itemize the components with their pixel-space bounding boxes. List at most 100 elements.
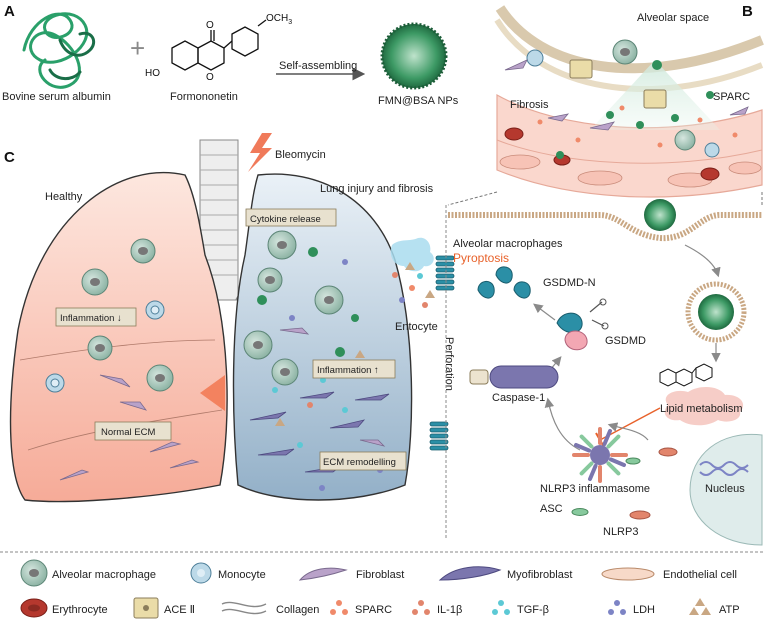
bleomycin-label: Bleomycin	[275, 149, 326, 161]
legend-collagen-icon	[221, 601, 267, 615]
caspase-1-label: Caspase-1	[492, 392, 545, 404]
legend-macrophage-label: Alveolar macrophage	[52, 569, 156, 581]
fmn-bsa-nanoparticle	[380, 22, 448, 90]
injured-nanoparticles	[257, 247, 359, 357]
sparc-dots-b	[537, 105, 738, 148]
legend-sparc: SPARC	[330, 600, 392, 616]
formononetin-label: Formononetin	[170, 91, 238, 103]
legend-endothelial-icon	[601, 567, 655, 581]
fibroblasts-b	[504, 59, 749, 131]
legend-atp: ATP	[689, 598, 740, 616]
injured-macrophages	[243, 230, 344, 386]
panel-a-label: A	[4, 3, 15, 20]
perforation-label: Perforation	[443, 337, 455, 391]
reversal-arrow	[200, 375, 225, 411]
ring-o: O	[206, 72, 214, 83]
legend-alveolar-macrophage: Alveolar macrophage	[20, 559, 156, 587]
fibrosis-label: Fibrosis	[510, 99, 549, 111]
legend-fibroblast-label: Fibroblast	[356, 569, 404, 581]
legend-ace2: ACE Ⅱ	[133, 597, 195, 619]
alveolar-macrophages-label: Alveolar macrophages	[453, 238, 563, 250]
asc-label: ASC	[540, 503, 563, 515]
ecm-remodelling-box	[319, 451, 407, 471]
healthy-macrophages	[81, 238, 174, 392]
legend-tgfb-icon	[492, 600, 510, 615]
self-assembly-label: Self-assembling	[279, 60, 357, 72]
legend-erythrocyte: Erythrocyte	[20, 598, 108, 618]
legend-ldh-icon	[608, 600, 626, 615]
legend-fibroblast-icon	[298, 567, 348, 581]
interstitium-band	[496, 93, 763, 198]
gsdmd-pore-upper	[435, 255, 455, 291]
hydroxyl-ho: HO	[145, 68, 160, 79]
dna-strand	[699, 461, 749, 469]
gsdmd-label: GSDMD	[605, 335, 646, 347]
caspase-1-protein	[469, 365, 559, 389]
bsa-label: Bovine serum albumin	[2, 91, 111, 103]
carbonyl-o: O	[206, 20, 214, 31]
lipid-metabolism-label: Lipid metabolism	[660, 403, 743, 415]
injured-fibroblasts	[279, 327, 386, 447]
alveolar-space-label: Alveolar space	[637, 12, 709, 24]
gsdmd-n-fragments	[477, 266, 531, 299]
entocyte-cytokines	[392, 262, 435, 308]
cytokine-release-box	[245, 208, 337, 227]
legend-collagen-label: Collagen	[276, 604, 319, 616]
legend-sparc-icon	[330, 600, 348, 615]
panel-c-label: C	[4, 149, 15, 166]
legend-atp-label: ATP	[719, 604, 740, 616]
bsa-protein-ribbon	[22, 12, 96, 89]
endosome	[685, 281, 747, 343]
legend-il1b: IL-1β	[412, 600, 462, 616]
nlrp3-inflammasome-complex	[572, 427, 628, 483]
entocyte-label: Entocyte	[395, 321, 438, 333]
healthy-fibroblasts	[59, 374, 200, 481]
dna-strand-2	[699, 468, 749, 476]
legend-sparc-label: SPARC	[355, 604, 392, 616]
sparc-label-b: SPARC	[713, 91, 750, 103]
ecm-remodelling-label: ECM remodelling	[323, 457, 396, 468]
legend-myofibroblast-icon	[438, 566, 502, 581]
entocyte-splash	[390, 237, 434, 272]
alveolar-epithelium-inner	[494, 18, 764, 92]
cleavage-arrow	[533, 303, 556, 321]
legend-erythrocyte-label: Erythrocyte	[52, 604, 108, 616]
healthy-label: Healthy	[45, 191, 83, 203]
healthy-lung	[9, 171, 228, 503]
formononetin-structure	[171, 19, 267, 71]
capillary-wall	[496, 139, 763, 164]
legend-collagen: Collagen	[221, 601, 319, 616]
methoxy-label: OCH3	[266, 13, 292, 26]
panel-b-label: B	[742, 3, 753, 20]
legend-myofibroblast: Myofibroblast	[438, 566, 572, 581]
legend-monocyte-label: Monocyte	[218, 569, 266, 581]
plus-sign: +	[130, 33, 145, 63]
fmn-bsa-label: FMN@BSA NPs	[378, 95, 459, 107]
nucleus-label: Nucleus	[705, 483, 745, 495]
lipid-metabolism-cloud	[664, 386, 744, 426]
nanoparticles-b	[556, 60, 714, 159]
panel-c: C Bleomycin Healthy	[4, 133, 455, 540]
legend-il1b-label: IL-1β	[437, 604, 462, 616]
legend-ldh: LDH	[608, 600, 655, 616]
legend-fibroblast: Fibroblast	[298, 567, 404, 581]
legend-endothelial-label: Endothelial cell	[663, 569, 737, 581]
monocytes-b	[526, 49, 720, 158]
mechanism-panel: Alveolar macrophages Pyroptosis Lipid me…	[448, 199, 763, 546]
legend-tgfb: TGF-β	[492, 600, 549, 616]
lipid-bilayer	[448, 212, 762, 242]
injured-label: Lung injury and fibrosis	[320, 183, 434, 195]
bleomycin-lightning-icon	[248, 133, 272, 172]
asc-nlrp3-monomers	[571, 447, 678, 520]
priming-arrow	[607, 422, 649, 441]
legend-il1b-icon	[412, 600, 430, 615]
legend-tgfb-label: TGF-β	[517, 604, 549, 616]
gsdmd-n-label: GSDMD-N	[543, 277, 596, 289]
capillary-cells	[499, 154, 762, 188]
cytokine-release-label: Cytokine release	[250, 214, 321, 225]
healthy-monocytes	[45, 300, 165, 393]
endocytosed-nanoparticle	[644, 199, 676, 231]
legend-myofibroblast-label: Myofibroblast	[507, 569, 572, 581]
inflammation-down-label: Inflammation ↓	[60, 313, 122, 324]
